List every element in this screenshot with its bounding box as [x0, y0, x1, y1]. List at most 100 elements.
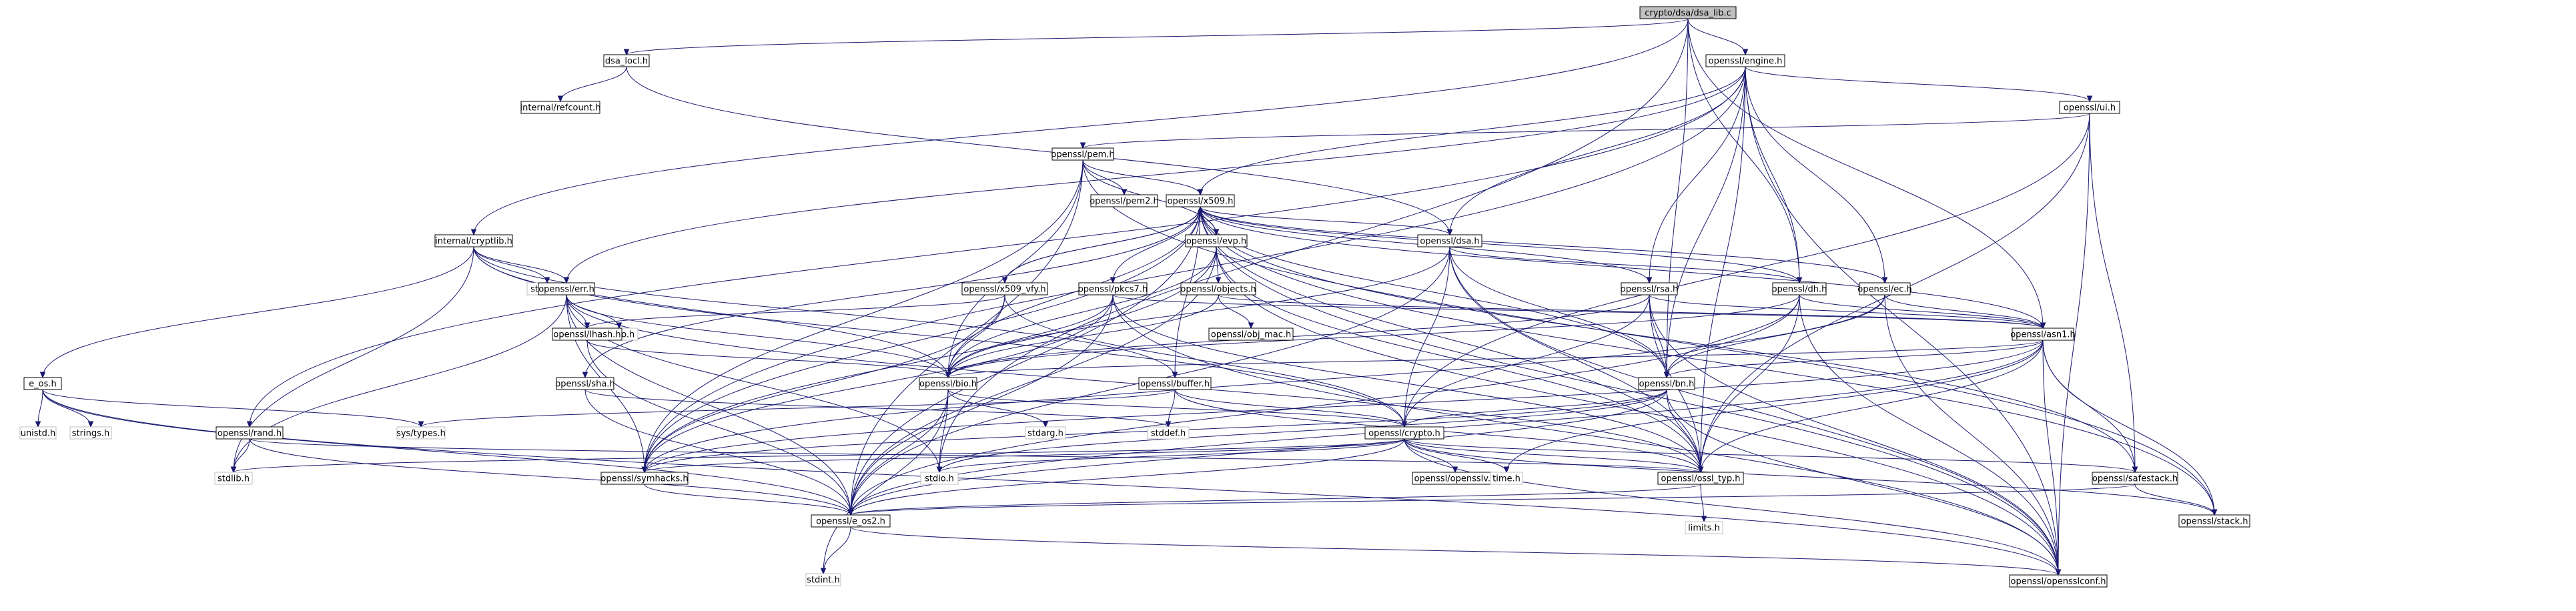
- node-opensslconf[interactable]: openssl/opensslconf.h: [2009, 574, 2108, 588]
- edge-arrowhead: [945, 372, 951, 379]
- edge-line: [1082, 113, 2090, 149]
- node-refcount[interactable]: internal/refcount.h: [520, 101, 601, 114]
- node-dh[interactable]: openssl/dh.h: [1772, 282, 1827, 295]
- edge-line: [42, 389, 422, 428]
- node-objects[interactable]: openssl/objects.h: [1180, 282, 1256, 295]
- node-safestack[interactable]: openssl/safestack.h: [2092, 472, 2178, 485]
- edge-line: [947, 389, 1405, 428]
- node-label: openssl/safestack.h: [2092, 474, 2178, 484]
- edge-line: [233, 438, 1405, 473]
- node-x509_vfy[interactable]: openssl/x509_vfy.h: [961, 282, 1048, 295]
- edge-line: [2089, 113, 2136, 473]
- node-label: openssl/ui.h: [2064, 103, 2116, 113]
- node-stack[interactable]: openssl/stack.h: [2178, 514, 2250, 528]
- edge-ossl_typ-to-limits: [1700, 484, 1707, 523]
- edge-arrowhead: [584, 322, 590, 330]
- edge-line: [947, 294, 1005, 378]
- node-obj_mac[interactable]: openssl/obj_mac.h: [1208, 328, 1294, 341]
- node-pem2[interactable]: openssl/pem2.h: [1090, 194, 1159, 207]
- node-bn[interactable]: openssl/bn.h: [1638, 377, 1695, 390]
- node-label: sys/types.h: [396, 429, 446, 439]
- node-box: [1364, 426, 1444, 440]
- edge-line: [586, 340, 851, 516]
- edge-line: [249, 438, 1701, 473]
- edge-line: [42, 389, 91, 428]
- edge-arrowhead: [1248, 322, 1254, 330]
- edge-line: [850, 159, 1084, 516]
- node-box: [69, 426, 112, 440]
- node-dsa[interactable]: openssl/dsa.h: [1417, 234, 1482, 247]
- edge-pem-to-pem2: [1082, 159, 1128, 196]
- node-crypto[interactable]: openssl/crypto.h: [1364, 426, 1444, 440]
- edge-line: [1666, 294, 1885, 378]
- edge-arrowhead: [1503, 466, 1510, 474]
- node-label: openssl/buffer.h: [1140, 380, 1210, 390]
- node-bio[interactable]: openssl/bio.h: [919, 377, 977, 390]
- node-x509[interactable]: openssl/x509.h: [1166, 194, 1235, 207]
- node-pem[interactable]: openssl/pem.h: [1051, 147, 1115, 161]
- node-box: [216, 426, 284, 440]
- node-rand[interactable]: openssl/rand.h: [216, 426, 284, 440]
- node-box: [1685, 521, 1723, 534]
- edge-arrowhead: [1197, 189, 1204, 196]
- node-ui[interactable]: openssl/ui.h: [2059, 101, 2120, 114]
- node-symhacks[interactable]: openssl/symhacks.h: [600, 472, 689, 485]
- node-evp[interactable]: openssl/evp.h: [1185, 234, 1248, 247]
- node-e_os[interactable]: e_os.h: [23, 377, 62, 390]
- node-opensslv[interactable]: openssl/opensslv.h: [1412, 472, 1498, 485]
- edge-x509-to-bn: [1200, 206, 1670, 379]
- node-label: openssl/x509.h: [1168, 197, 1234, 207]
- node-cryptlib[interactable]: internal/cryptlib.h: [434, 234, 513, 247]
- node-box: [1772, 282, 1827, 295]
- node-rsa[interactable]: openssl/rsa.h: [1621, 282, 1678, 295]
- node-sha[interactable]: openssl/sha.h: [555, 377, 615, 390]
- edge-bio-to-e_os2: [847, 389, 949, 516]
- node-box: [1859, 282, 1911, 295]
- edge-line: [249, 66, 1746, 428]
- node-box: [19, 426, 57, 440]
- edge-line: [233, 294, 567, 473]
- edge-asn1-to-stack: [2042, 340, 2218, 516]
- edge-x509_vfy-to-x509: [1004, 205, 1204, 283]
- edge-line: [1404, 438, 2215, 516]
- edge-crypto-to-stdio: [936, 438, 1405, 474]
- edge-bio-to-crypto: [947, 389, 1408, 428]
- edge-line: [823, 389, 949, 574]
- edge-engine-to-ec: [1745, 66, 1888, 284]
- node-label: openssl/ec.h: [1857, 285, 1912, 295]
- edge-line: [1649, 294, 2044, 329]
- edge-line: [1200, 206, 2059, 576]
- node-ec[interactable]: openssl/ec.h: [1857, 282, 1912, 295]
- node-box: [1638, 377, 1695, 390]
- edge-line: [644, 340, 2044, 473]
- node-ossl_typ[interactable]: openssl/ossl_typ.h: [1657, 472, 1744, 485]
- node-limits: limits.h: [1685, 521, 1723, 534]
- node-label: stddef.h: [1151, 429, 1186, 439]
- node-dsa_locl[interactable]: dsa_locl.h: [603, 54, 650, 67]
- node-label: internal/cryptlib.h: [435, 237, 512, 247]
- edge-line: [1884, 294, 2059, 576]
- node-pkcs7[interactable]: openssl/pkcs7.h: [1078, 282, 1148, 295]
- edge-dsa-to-opensslconf: [1449, 246, 2062, 576]
- node-unistd: unistd.h: [19, 426, 57, 440]
- edge-line: [1449, 246, 2059, 576]
- edge-line: [586, 294, 1005, 329]
- node-label: time.h: [1492, 474, 1521, 484]
- edge-line: [1200, 206, 2215, 516]
- node-buffer[interactable]: openssl/buffer.h: [1138, 377, 1212, 390]
- edge-layer: [35, 18, 2218, 576]
- node-e_os2[interactable]: openssl/e_os2.h: [811, 514, 891, 528]
- node-engine[interactable]: openssl/engine.h: [1705, 54, 1785, 67]
- node-box: [556, 377, 614, 390]
- edge-line: [1004, 206, 1201, 283]
- edge-arrowhead: [2086, 95, 2093, 103]
- node-label: openssl/obj_mac.h: [1211, 330, 1291, 340]
- node-err[interactable]: openssl/err.h: [538, 282, 595, 295]
- node-lhash[interactable]: openssl/lhash.h: [552, 328, 622, 341]
- edge-line: [1666, 389, 2059, 576]
- edge-crypto-to-ossl_typ: [1404, 438, 1704, 474]
- edge-arrowhead: [1697, 466, 1704, 474]
- node-asn1[interactable]: openssl/asn1.h: [2010, 328, 2076, 341]
- edge-dsa-to-bio: [945, 246, 1450, 379]
- edge-line: [1745, 66, 1885, 283]
